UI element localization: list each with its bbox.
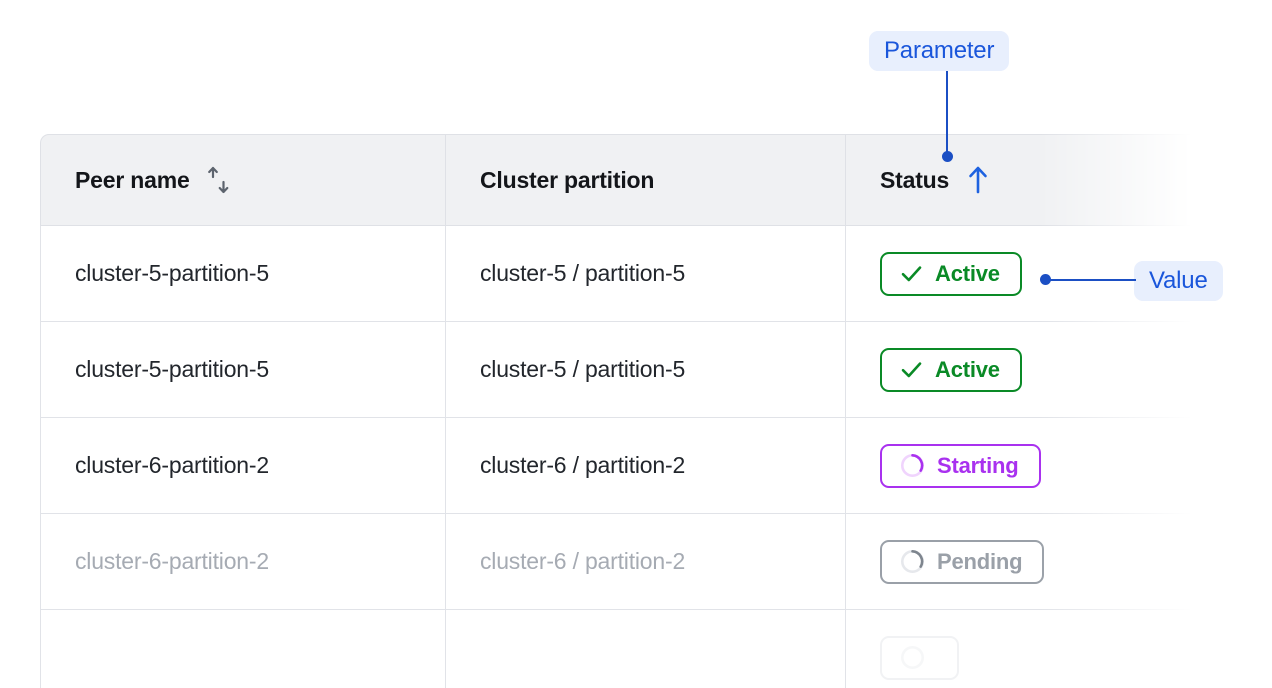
check-icon [899,357,924,382]
status-badge-label: Active [935,356,1000,382]
column-header-cluster-partition[interactable]: Cluster partition [445,134,845,226]
cell-peer-name [40,610,445,688]
status-badge-ghost [880,635,959,680]
annotation-chip-parameter: Parameter [869,31,1010,71]
table-header-row: Peer name Cluster partition [40,134,1200,226]
annotation-chip-value: Value [1134,261,1223,301]
peers-table: Peer name Cluster partition [40,134,1200,688]
cell-peer-name: cluster-6-partition-2 [40,514,445,610]
cell-status: Pending [845,514,1200,610]
sort-up-icon[interactable] [965,165,991,195]
cell-peer-name: cluster-5-partition-5 [40,322,445,418]
annotation-dot-value [1040,274,1051,285]
column-header-peer-name[interactable]: Peer name [40,134,445,226]
spinner-icon [899,548,926,575]
annotation-line-parameter [946,71,948,157]
status-badge-label: Active [935,260,1000,286]
status-badge-pending: Pending [880,539,1045,584]
cell-cluster-partition: cluster-5 / partition-5 [445,226,845,322]
cell-status: Starting [845,418,1200,514]
table-row[interactable]: cluster-6-partition-2 cluster-6 / partit… [40,418,1200,514]
table-row[interactable]: cluster-5-partition-5 cluster-5 / partit… [40,322,1200,418]
check-icon [899,261,924,286]
status-badge-active: Active [880,251,1022,296]
cell-cluster-partition: cluster-6 / partition-2 [445,514,845,610]
sort-updown-icon[interactable] [206,165,232,195]
status-badge-active: Active [880,347,1022,392]
column-header-peer-name-label: Peer name [75,166,190,193]
status-badge-label: Pending [937,548,1023,574]
cell-cluster-partition: cluster-5 / partition-5 [445,322,845,418]
column-header-status[interactable]: Status [845,134,1200,226]
annotation-dot-parameter [942,151,953,162]
cell-status: Active [845,322,1200,418]
column-header-cluster-partition-label: Cluster partition [480,166,655,193]
cell-status [845,610,1200,688]
table-row[interactable]: cluster-5-partition-5 cluster-5 / partit… [40,226,1200,322]
cell-peer-name: cluster-6-partition-2 [40,418,445,514]
spinner-icon [899,644,926,671]
status-badge-label: Starting [937,452,1019,478]
data-table-container: Peer name Cluster partition [40,134,1200,688]
cell-cluster-partition: cluster-6 / partition-2 [445,418,845,514]
table-row[interactable] [40,610,1200,688]
status-badge-starting: Starting [880,443,1041,488]
table-header: Peer name Cluster partition [40,134,1200,226]
annotation-line-value [1049,279,1136,281]
column-header-status-label: Status [880,166,950,193]
cell-cluster-partition [445,610,845,688]
table-body: cluster-5-partition-5 cluster-5 / partit… [40,226,1200,688]
cell-peer-name: cluster-5-partition-5 [40,226,445,322]
table-row[interactable]: cluster-6-partition-2 cluster-6 / partit… [40,514,1200,610]
spinner-icon [899,452,926,479]
